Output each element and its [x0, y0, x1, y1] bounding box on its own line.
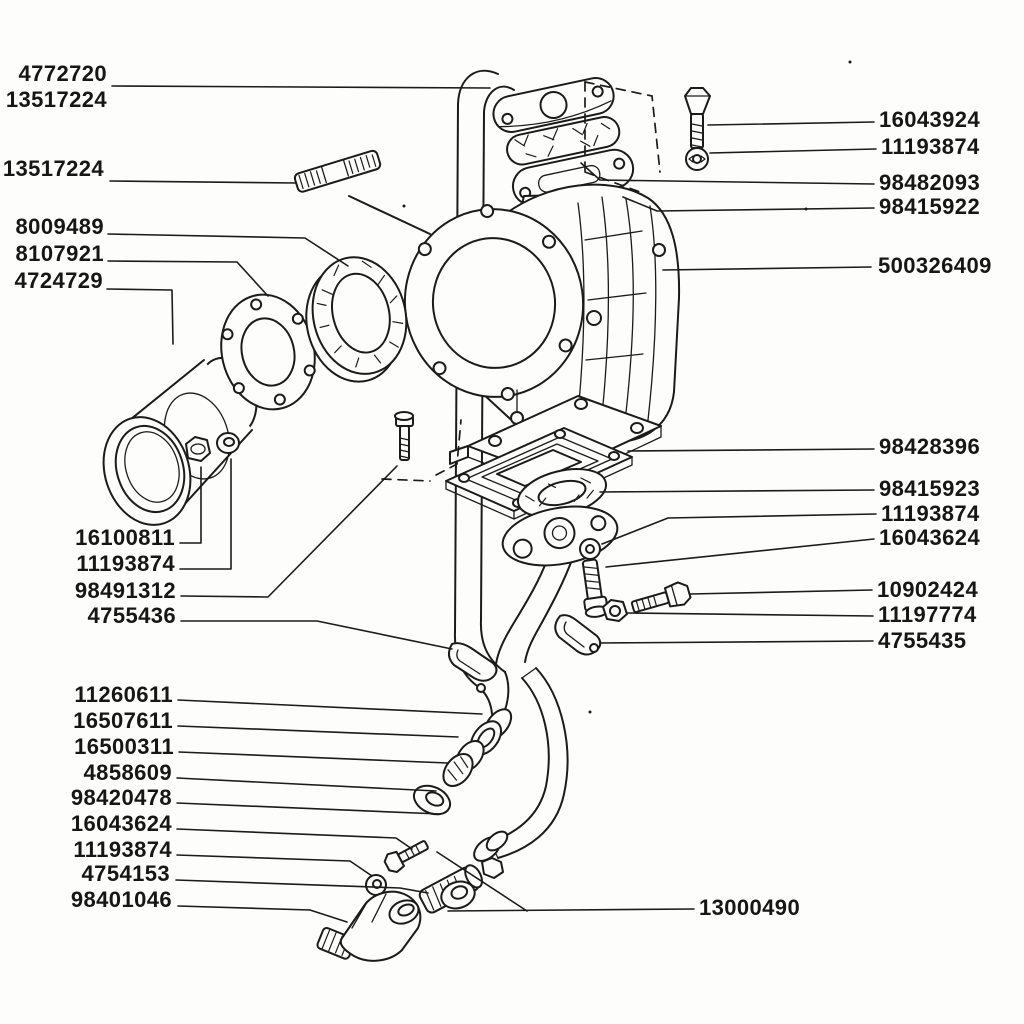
- hose-clamp: [473, 830, 509, 862]
- leader-line: [436, 851, 528, 912]
- part-number-label: 16043624: [879, 525, 981, 550]
- part-number-label: 4772720: [18, 61, 107, 86]
- leader-line: [176, 777, 437, 792]
- part-number-label: 4755436: [87, 603, 176, 628]
- part-number-label: 4724729: [14, 268, 103, 293]
- part-number-label: 16043924: [879, 107, 981, 132]
- leader-line: [601, 513, 877, 545]
- leader-line: [177, 725, 459, 738]
- drain-stud: [581, 558, 609, 618]
- coupling-sleeve: [102, 356, 258, 526]
- leader-line: [179, 466, 202, 544]
- leader-line: [599, 489, 875, 493]
- part-number-label: 98415923: [879, 476, 981, 501]
- stud: [293, 149, 431, 235]
- leader-line: [599, 640, 874, 644]
- leader-line: [176, 854, 373, 877]
- leader-line: [107, 233, 349, 267]
- inlet-gasket: [506, 116, 621, 166]
- oil-drain-flange: [501, 505, 619, 567]
- part-number-label: 13000490: [699, 895, 801, 920]
- leader-line: [622, 196, 875, 212]
- part-number-label: 98415922: [879, 194, 981, 219]
- lock-washer: [685, 147, 709, 171]
- hex-bolt: [684, 87, 711, 149]
- part-number-label: 11193874: [881, 501, 980, 526]
- leader-line: [178, 751, 449, 764]
- part-number-label: 98482093: [879, 170, 981, 195]
- leader-line: [176, 828, 413, 850]
- leader-line: [689, 589, 873, 595]
- part-number-label: 500326409: [878, 253, 992, 278]
- part-number-label: 4755435: [878, 628, 967, 653]
- part-number-label: 11193874: [881, 134, 980, 159]
- flexible-hose: [489, 667, 569, 859]
- hex-nut: [185, 436, 211, 462]
- flange-ring: [220, 293, 316, 411]
- part-number-label: 4754153: [81, 861, 170, 886]
- sealing-washer: [412, 784, 452, 816]
- leader-line: [627, 612, 874, 617]
- part-number-label: 8009489: [15, 214, 104, 239]
- drain-flange-pipe: [495, 556, 574, 665]
- elbow-adapter: [316, 890, 422, 962]
- turbocharger-body: [403, 183, 681, 443]
- part-number-label: 16100811: [75, 525, 175, 550]
- leader-line: [180, 465, 398, 598]
- bottom-bolt: [383, 840, 429, 873]
- leader-line: [447, 908, 695, 912]
- leader-line: [177, 905, 348, 923]
- leader-line: [177, 699, 483, 715]
- leader-line: [580, 162, 875, 185]
- part-number-label: 16500311: [74, 734, 174, 759]
- clamp-nut: [602, 599, 628, 622]
- part-number-label: 98491312: [74, 578, 176, 603]
- pipe-clamp-left: [448, 642, 498, 693]
- leader-line: [662, 266, 872, 271]
- clamp-bolt: [630, 581, 692, 614]
- leader-line: [179, 458, 232, 570]
- part-number-label: 11193874: [76, 551, 175, 576]
- part-number-label: 16507611: [73, 708, 173, 733]
- leader-line: [106, 288, 174, 345]
- part-number-label: 11197774: [878, 602, 977, 627]
- leader-line: [605, 538, 875, 568]
- part-number-label: 16043624: [70, 811, 172, 836]
- part-number-label: 13517224: [2, 156, 104, 181]
- part-number-label: 11260611: [74, 682, 173, 707]
- leader-line: [176, 802, 441, 815]
- leader-line: [707, 121, 875, 126]
- pipe-clamp-right: [554, 614, 602, 656]
- oval-gasket: [517, 468, 607, 518]
- leader-line: [109, 180, 297, 184]
- part-number-label: 10902424: [877, 577, 979, 602]
- banjo-fitting: [440, 857, 504, 910]
- flange-bolt: [381, 411, 462, 482]
- leader-line: [111, 85, 491, 89]
- part-number-label: 11193874: [73, 837, 172, 862]
- part-number-label: 98420478: [70, 785, 172, 810]
- hatched-gasket-ring: [305, 256, 408, 383]
- threaded-fitting: [442, 753, 474, 787]
- leader-line: [107, 260, 269, 297]
- leader-line: [180, 620, 453, 650]
- washer: [216, 432, 240, 454]
- part-number-label: 98428396: [879, 434, 981, 459]
- drain-washer: [579, 538, 601, 560]
- part-number-label: 98401046: [70, 887, 172, 912]
- part-number-label: 13517224: [5, 87, 107, 112]
- leader-line: [709, 148, 877, 154]
- leader-lines: [106, 85, 877, 923]
- part-number-label: 8107921: [15, 241, 104, 266]
- part-number-label: 4858609: [83, 760, 172, 785]
- leader-line: [627, 448, 875, 452]
- leader-line: [175, 879, 429, 894]
